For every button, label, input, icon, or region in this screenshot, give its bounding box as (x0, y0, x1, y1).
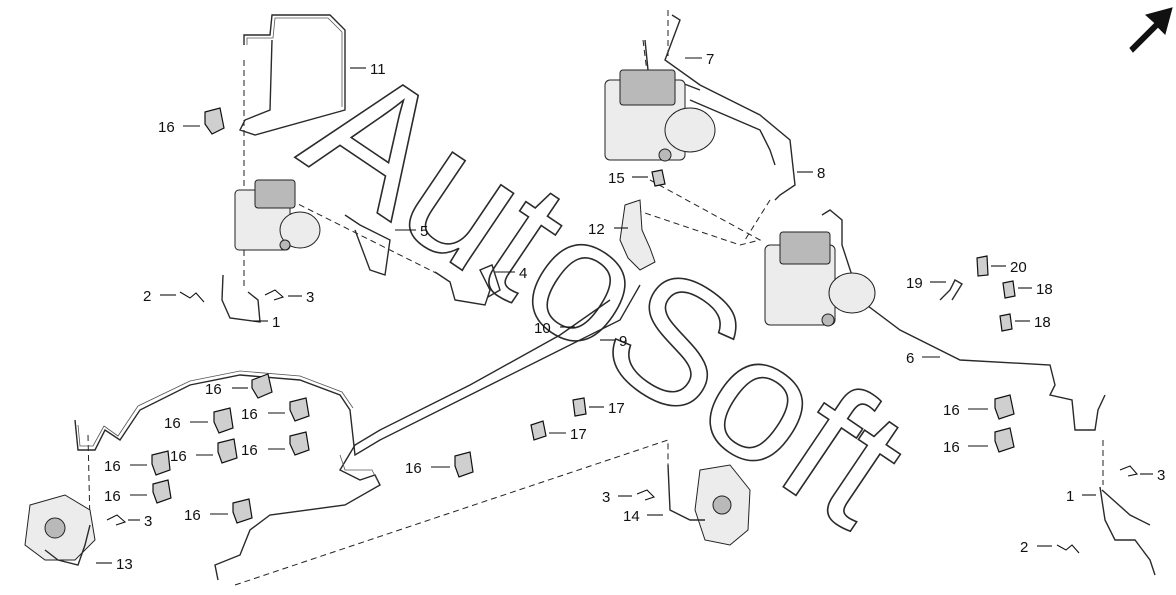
clip-16-k (994, 394, 1015, 420)
clip-16-i (232, 498, 253, 524)
brake-hoses (44, 274, 1156, 576)
callout-8: 8 (817, 165, 825, 182)
callout-16: 16 (158, 119, 175, 136)
callout-18: 18 (1034, 314, 1051, 331)
callout-2: 2 (143, 288, 151, 305)
callout-16: 16 (405, 460, 422, 477)
clip-18-b (999, 313, 1013, 332)
clip-16-j (454, 451, 474, 478)
clip-18-a (1002, 280, 1016, 299)
clip-20 (976, 255, 989, 277)
callout-11: 11 (370, 61, 386, 78)
clip-16-l (994, 427, 1015, 453)
callout-6: 6 (906, 350, 914, 367)
callout-4: 4 (519, 265, 527, 282)
brake-caliper-left (24, 494, 96, 561)
callout-16: 16 (184, 507, 201, 524)
clip-16-f (289, 431, 310, 456)
bracket-19 (939, 279, 963, 301)
brake-caliper-center (694, 464, 751, 546)
callout-9: 9 (619, 333, 627, 350)
callout-13: 13 (116, 556, 133, 573)
clip-16-a (204, 107, 225, 135)
callout-16: 16 (943, 439, 960, 456)
abs-unit-right (764, 231, 876, 327)
clip-16-e (217, 438, 238, 464)
callout-14: 14 (623, 508, 640, 525)
callout-15: 15 (608, 170, 625, 187)
callout-16: 16 (205, 381, 222, 398)
callout-18: 18 (1036, 281, 1053, 298)
callout-16: 16 (104, 488, 121, 505)
callout-17: 17 (608, 400, 625, 417)
callout-3: 3 (144, 513, 152, 530)
callout-16: 16 (170, 448, 187, 465)
callout-3: 3 (1157, 467, 1165, 484)
callout-12: 12 (588, 221, 605, 238)
callout-16: 16 (104, 458, 121, 475)
callout-3: 3 (602, 489, 610, 506)
clip-16-d (289, 397, 310, 422)
clip-16-c (213, 407, 234, 434)
callout-10: 10 (534, 320, 551, 337)
callout-labels: 1 1 2 2 3 3 3 3 4 5 6 7 8 9 10 11 12 13 … (104, 51, 1165, 573)
abs-unit-left (234, 179, 321, 251)
clip-15 (651, 169, 666, 187)
clip-17-b (530, 420, 547, 441)
leader-lines (96, 57, 1153, 564)
callout-1: 1 (1066, 488, 1074, 505)
clip-17-a (572, 397, 587, 417)
callout-16: 16 (943, 402, 960, 419)
callout-19: 19 (906, 275, 923, 292)
arrow-up-right-icon (1129, 7, 1173, 53)
abs-unit-top (604, 69, 716, 162)
callout-17: 17 (570, 426, 587, 443)
bracket-12 (619, 199, 656, 271)
retaining-clips (151, 107, 1016, 524)
callout-16: 16 (241, 406, 258, 423)
callout-2: 2 (1020, 539, 1028, 556)
clip-16-h (152, 479, 172, 504)
callout-20: 20 (1010, 259, 1027, 276)
clip-16-g (151, 450, 171, 476)
spring-clips (106, 289, 1139, 554)
callout-16: 16 (164, 415, 181, 432)
callout-16: 16 (241, 442, 258, 459)
callout-3: 3 (306, 289, 314, 306)
clip-16-b (251, 373, 273, 399)
callout-7: 7 (706, 51, 714, 68)
callout-5: 5 (420, 223, 428, 240)
callout-1: 1 (272, 314, 280, 331)
